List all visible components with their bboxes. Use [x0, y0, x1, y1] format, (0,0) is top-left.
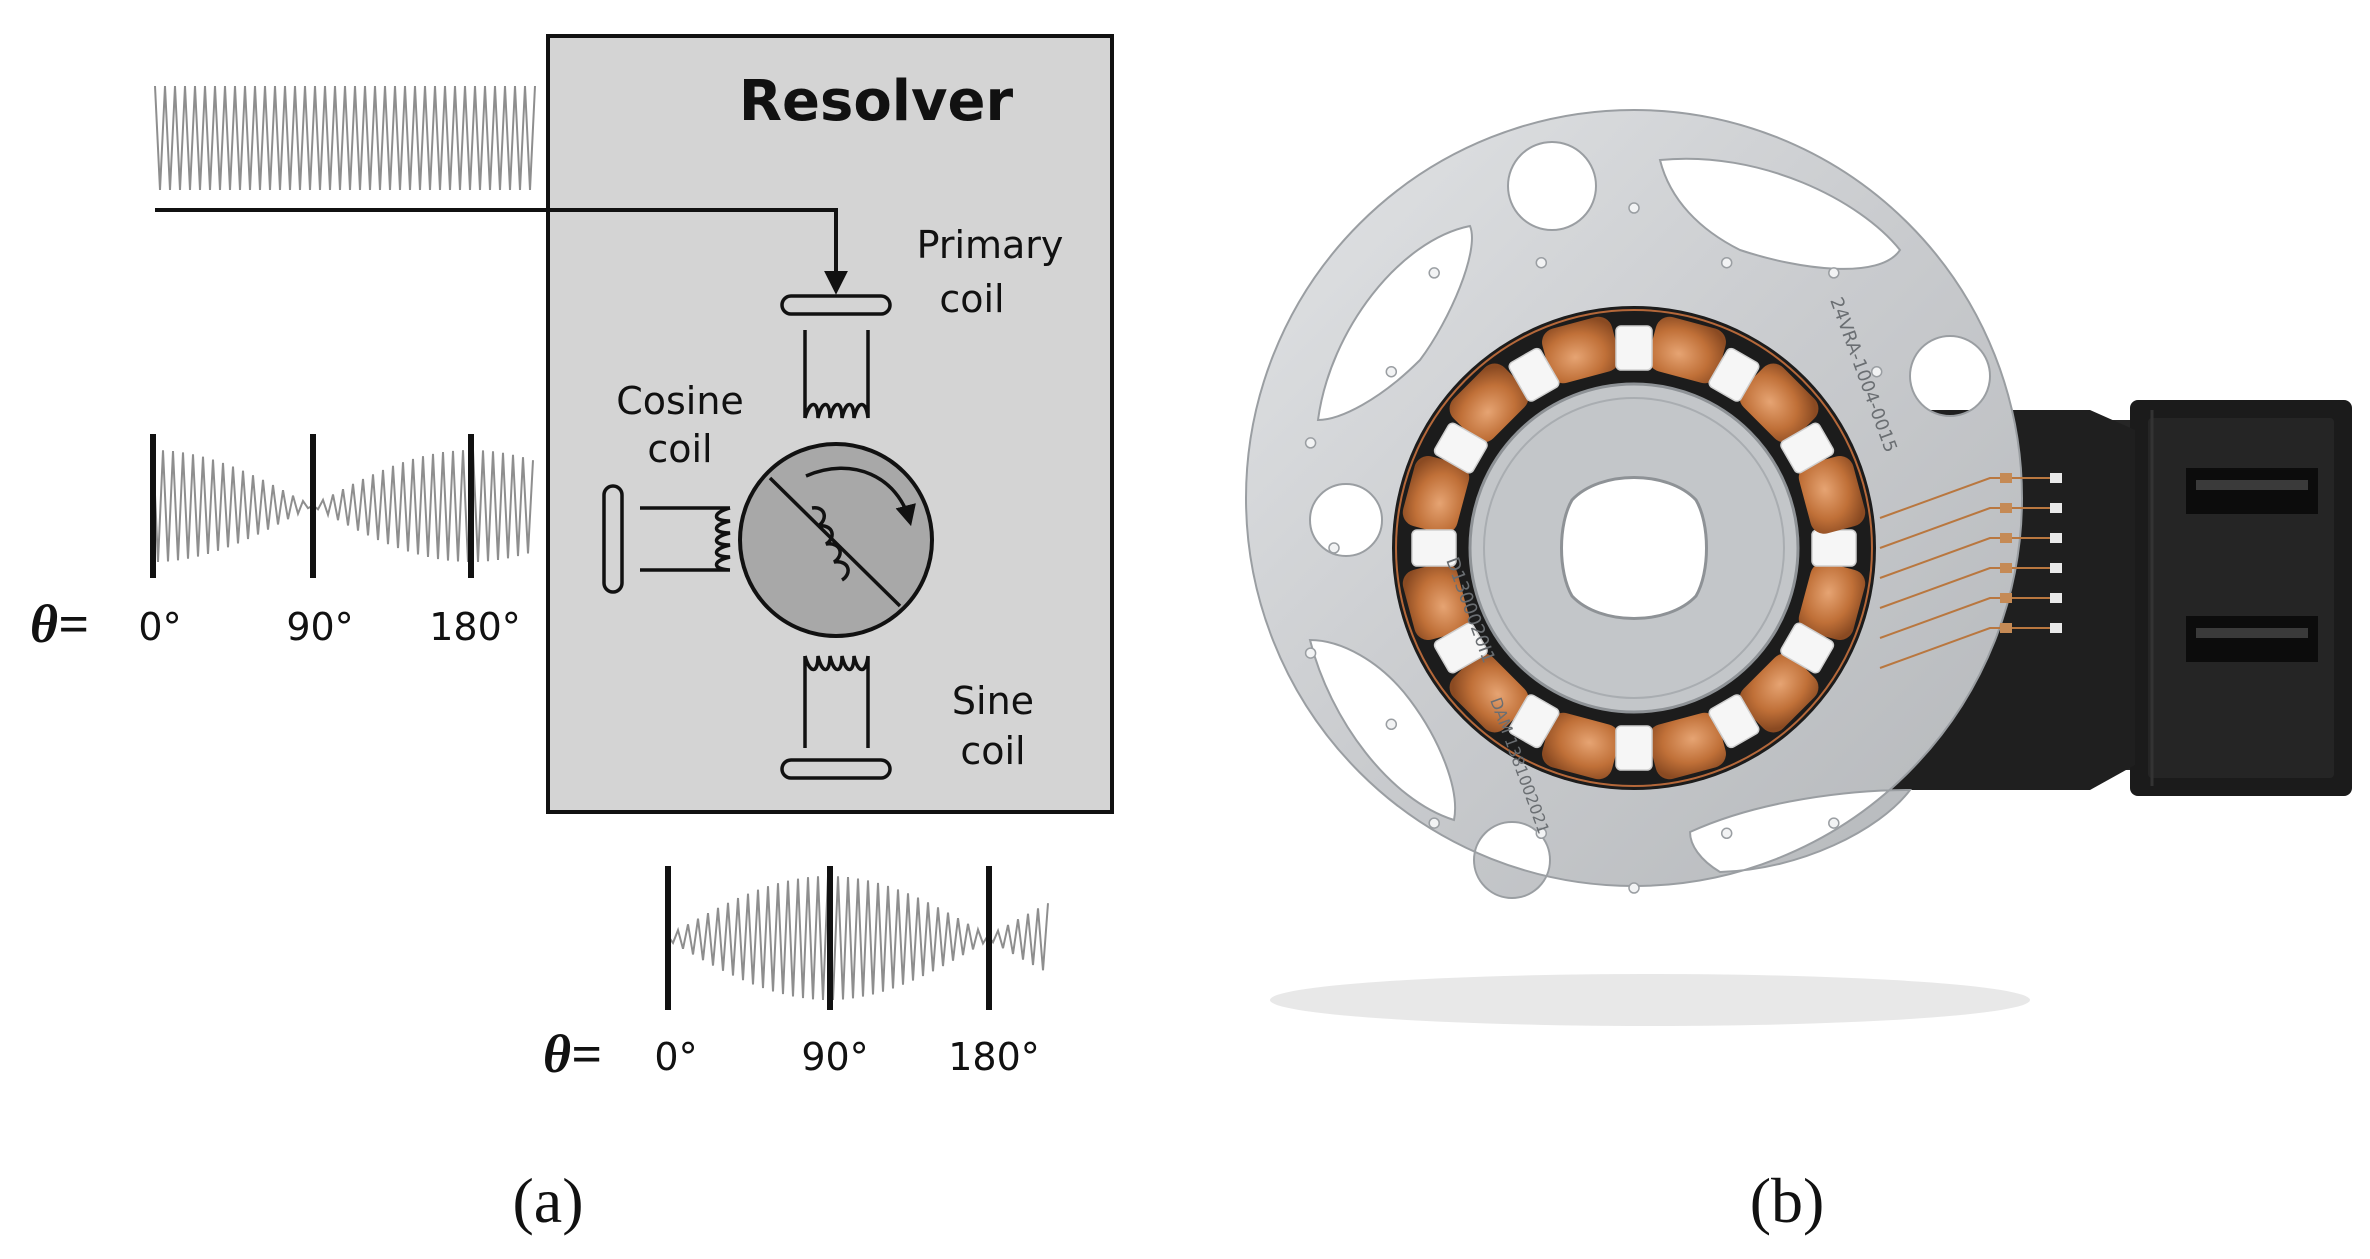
sine-coil-label-line2: coil — [960, 729, 1025, 773]
excitation-carrier-wave — [154, 85, 536, 191]
plate-rivet-holes — [1304, 202, 1883, 894]
sine-tick-90: 90° — [801, 1035, 868, 1079]
stator-coils — [1395, 309, 1873, 787]
resolver-title: Resolver — [739, 69, 1014, 134]
cosine-output-waveform — [152, 449, 534, 563]
primary-coil-label-line2: coil — [939, 277, 1004, 321]
panel-a-resolver-diagram: Resolver Primary coil Cosine coil S — [30, 34, 1114, 1084]
excitation-wire — [155, 208, 848, 295]
sine-tick-180: 180° — [948, 1035, 1040, 1079]
caption-b: (b) — [1750, 1165, 1825, 1236]
sine-tick-0: 0° — [654, 1035, 697, 1079]
caption-a: (a) — [512, 1165, 583, 1236]
cosine-coil — [602, 484, 731, 594]
panel-b-resolver-photo: 24VRA-1004-0015 D1300020I1 DAM 138100202… — [1245, 108, 2352, 1026]
primary-coil-label-line1: Primary — [917, 223, 1064, 267]
sine-output-waveform — [667, 875, 1049, 1000]
rotor-bore — [1560, 476, 1708, 620]
cosine-coil-label-line2: coil — [647, 427, 712, 471]
primary-coil — [780, 294, 892, 419]
sine-coil — [780, 655, 892, 780]
rotor — [738, 442, 934, 638]
cosine-coil-label-line1: Cosine — [616, 379, 744, 423]
resolver-box — [546, 34, 1114, 814]
cosine-theta-label: θ= — [30, 594, 89, 654]
cosine-tick-0: 0° — [138, 605, 181, 649]
sine-axis-markers — [665, 866, 992, 1010]
cosine-tick-90: 90° — [286, 605, 353, 649]
sine-theta-label: θ= — [543, 1024, 602, 1084]
sine-coil-label-line1: Sine — [952, 679, 1034, 723]
cosine-tick-180: 180° — [429, 605, 521, 649]
pcb-traces-and-pads — [1879, 473, 2062, 669]
cosine-axis-markers — [150, 434, 474, 578]
